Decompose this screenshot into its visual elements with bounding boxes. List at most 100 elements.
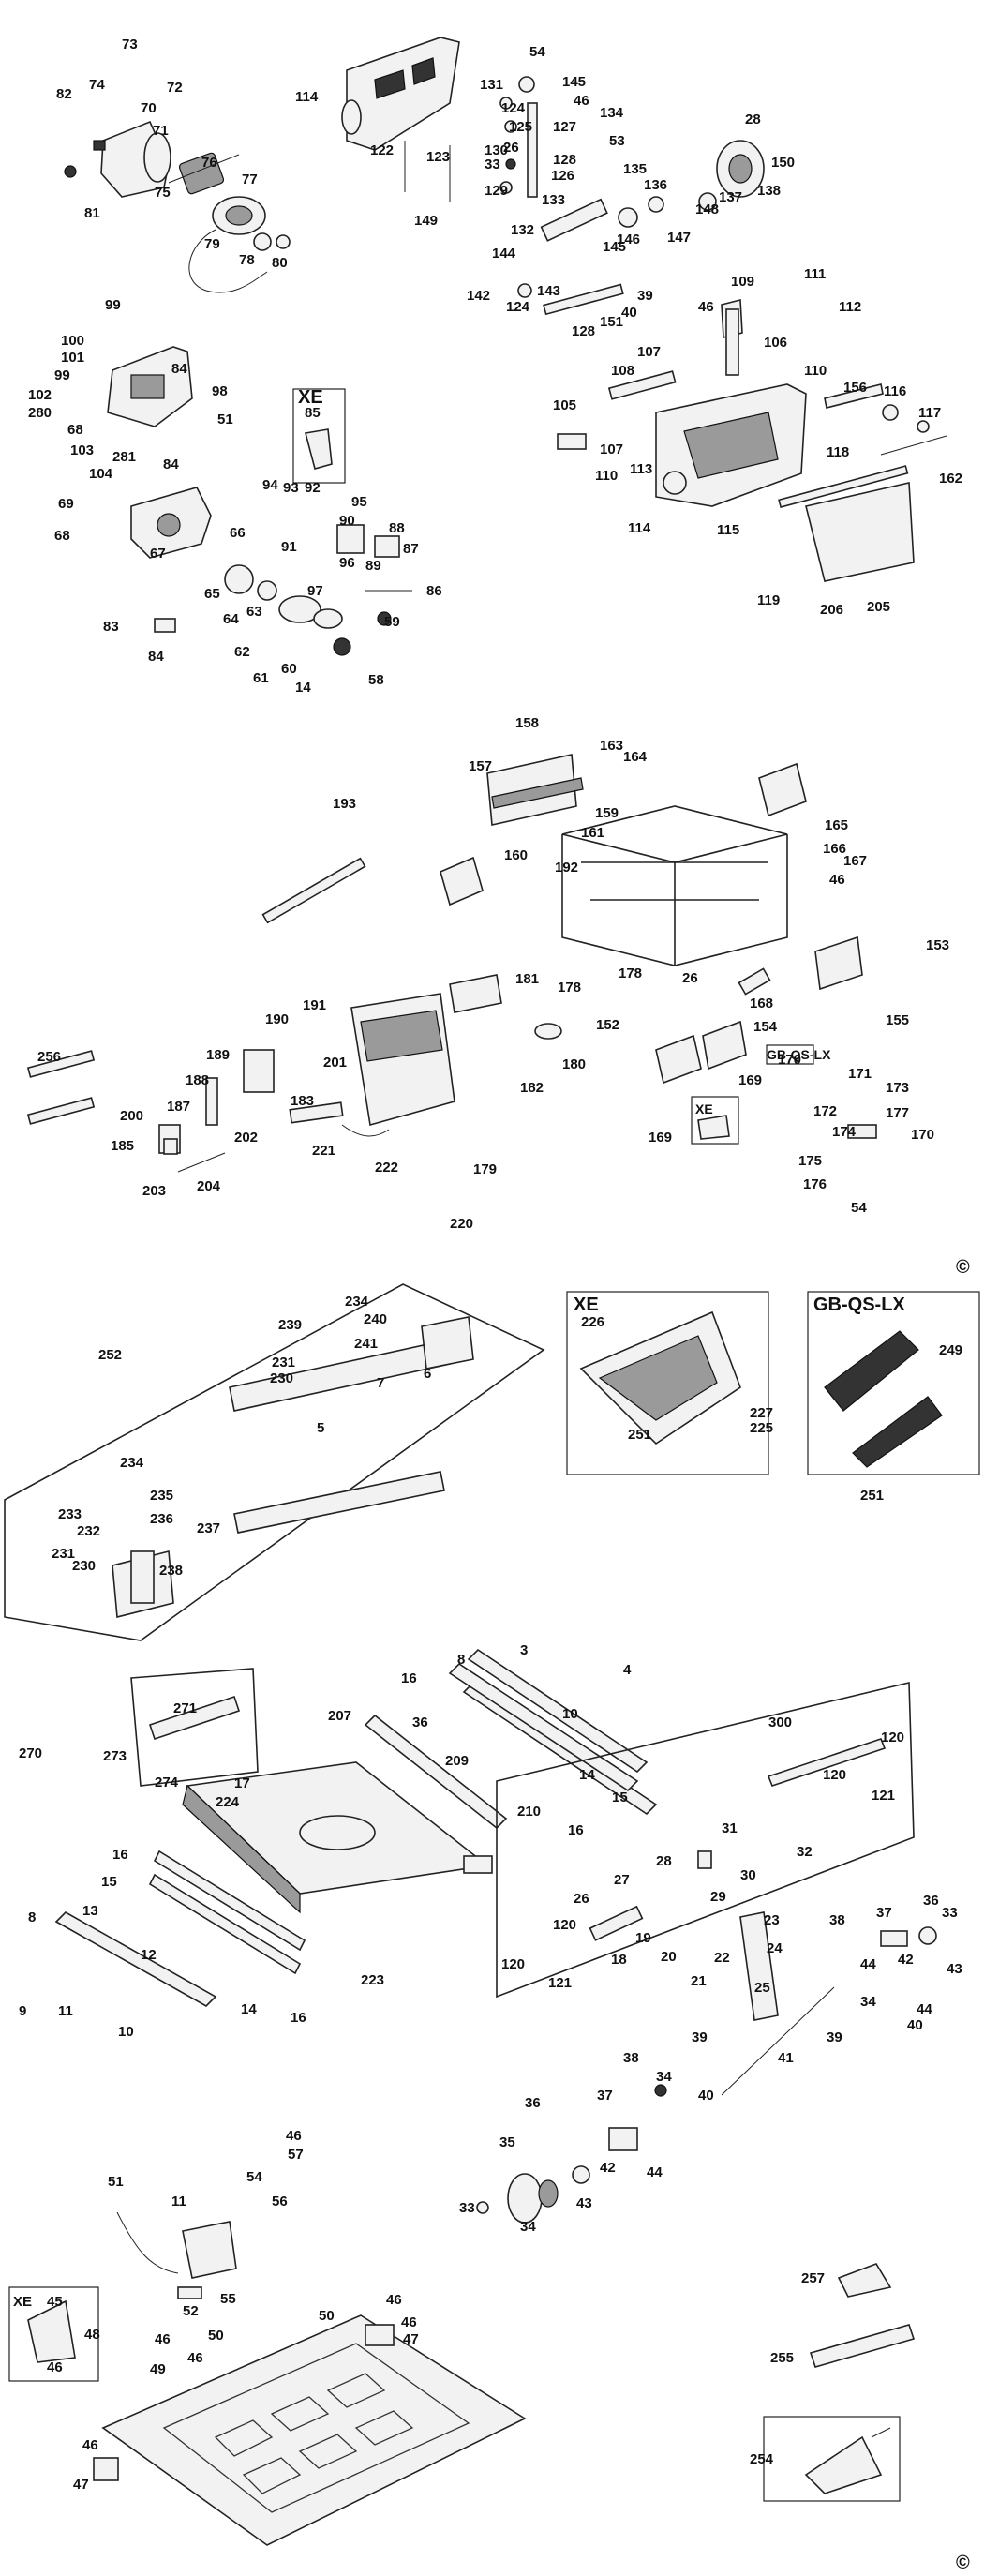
nut-33 (476, 2201, 489, 2214)
part-number-20: 20 (661, 1949, 677, 1965)
part-number-26: 26 (574, 1891, 589, 1907)
part-number-100: 100 (61, 333, 84, 349)
fence-lock-head (421, 1316, 474, 1370)
part-number-238: 238 (159, 1563, 183, 1579)
part-number-16: 16 (568, 1822, 584, 1838)
part-number-72: 72 (167, 80, 183, 96)
part-number-144: 144 (492, 246, 516, 262)
part-number-133: 133 (542, 192, 565, 208)
part-number-33: 33 (942, 1905, 958, 1921)
part-number-66: 66 (230, 525, 246, 541)
part-number-236: 236 (150, 1511, 173, 1527)
part-number-103: 103 (70, 442, 94, 458)
part-number-132: 132 (511, 222, 534, 238)
crank-assembly-frame (496, 1681, 915, 1999)
gear-wheel-small (618, 207, 638, 228)
part-number-119: 119 (757, 592, 780, 608)
part-number-156: 156 (843, 380, 867, 396)
part-number-7: 7 (377, 1375, 384, 1391)
rail-8 (467, 1648, 649, 1774)
part-number-54: 54 (851, 1200, 867, 1216)
part-number-280: 280 (28, 405, 52, 421)
part-number-43: 43 (947, 1961, 962, 1977)
part-number-122: 122 (370, 142, 394, 158)
part-number-134: 134 (600, 105, 624, 121)
carriage-frame (341, 37, 460, 151)
strap-256a (26, 1050, 96, 1078)
washer-42 (572, 2165, 590, 2184)
inset-title-gb-small: GB-QS-LX (767, 1047, 831, 1062)
slider-109 (725, 308, 739, 376)
inset-title-xe-fence: XE (574, 1295, 599, 1315)
part-number-15: 15 (612, 1790, 628, 1805)
switch-173 (847, 1124, 877, 1139)
part-number-174: 174 (832, 1124, 857, 1140)
knob-42 (880, 1930, 908, 1947)
part-number-99: 99 (54, 367, 70, 383)
part-number-38: 38 (829, 1912, 845, 1928)
inset-270-frame (130, 1668, 259, 1787)
leg-bracket-3 (814, 936, 863, 991)
part-number-254: 254 (750, 2451, 774, 2467)
part-number-203: 203 (142, 1183, 166, 1199)
part-number-46: 46 (187, 2350, 203, 2366)
part-number-255: 255 (770, 2350, 794, 2366)
part-number-16: 16 (112, 1847, 128, 1863)
part-number-11: 11 (171, 2194, 186, 2209)
part-number-68: 68 (67, 422, 83, 438)
part-number-102: 102 (28, 387, 52, 403)
cover-182 (449, 974, 502, 1013)
part-number-193: 193 (333, 796, 356, 812)
part-number-104: 104 (89, 466, 113, 482)
miter-gauge-inset (763, 2416, 901, 2502)
part-number-120: 120 (881, 1730, 904, 1745)
part-number-154: 154 (753, 1019, 778, 1035)
part-number-92: 92 (305, 480, 321, 496)
xe-bracket (305, 428, 333, 470)
part-number-81: 81 (84, 205, 100, 221)
part-number-271: 271 (173, 1700, 197, 1716)
part-number-62: 62 (234, 644, 250, 660)
rail-118 (778, 465, 909, 508)
part-number-171: 171 (848, 1066, 872, 1082)
foot-180 (534, 1023, 562, 1040)
part-number-40: 40 (907, 2017, 923, 2033)
part-number-151: 151 (600, 314, 623, 330)
part-number-16: 16 (291, 2010, 306, 2026)
part-number-86: 86 (426, 583, 442, 599)
part-number-249: 249 (939, 1342, 962, 1358)
handwheel-35 (507, 2173, 543, 2224)
part-number-182: 182 (520, 1080, 544, 1096)
part-number-112: 112 (839, 299, 861, 315)
part-number-14: 14 (579, 1767, 595, 1783)
part-number-148: 148 (695, 202, 719, 217)
part-number-120: 120 (553, 1917, 576, 1933)
part-number-129: 129 (485, 183, 508, 199)
part-number-46: 46 (386, 2292, 402, 2308)
part-number-223: 223 (361, 1972, 384, 1988)
leg-bracket-2 (758, 762, 807, 817)
part-number-241: 241 (354, 1336, 378, 1352)
part-number-10: 10 (118, 2024, 134, 2040)
part-number-231: 231 (272, 1355, 295, 1370)
xe-fence-inset (566, 1291, 769, 1475)
part-number-162: 162 (939, 471, 962, 487)
part-number-54: 54 (246, 2169, 262, 2185)
part-number-145: 145 (562, 74, 586, 90)
leg-bracket-4 (655, 1034, 702, 1085)
part-number-27: 27 (614, 1872, 630, 1888)
part-number-178: 178 (558, 980, 581, 996)
cover-47a (365, 2324, 395, 2346)
knob-36 (918, 1926, 937, 1945)
part-number-159: 159 (595, 805, 619, 821)
part-number-82: 82 (56, 86, 72, 102)
cable-222 (341, 1124, 390, 1137)
washer (276, 234, 291, 249)
cable-51 (116, 2211, 179, 2274)
part-number-43: 43 (576, 2195, 592, 2211)
part-number-101: 101 (61, 350, 84, 366)
part-number-120: 120 (501, 1956, 525, 1972)
part-number-52: 52 (183, 2303, 199, 2319)
part-number-58: 58 (368, 672, 384, 688)
